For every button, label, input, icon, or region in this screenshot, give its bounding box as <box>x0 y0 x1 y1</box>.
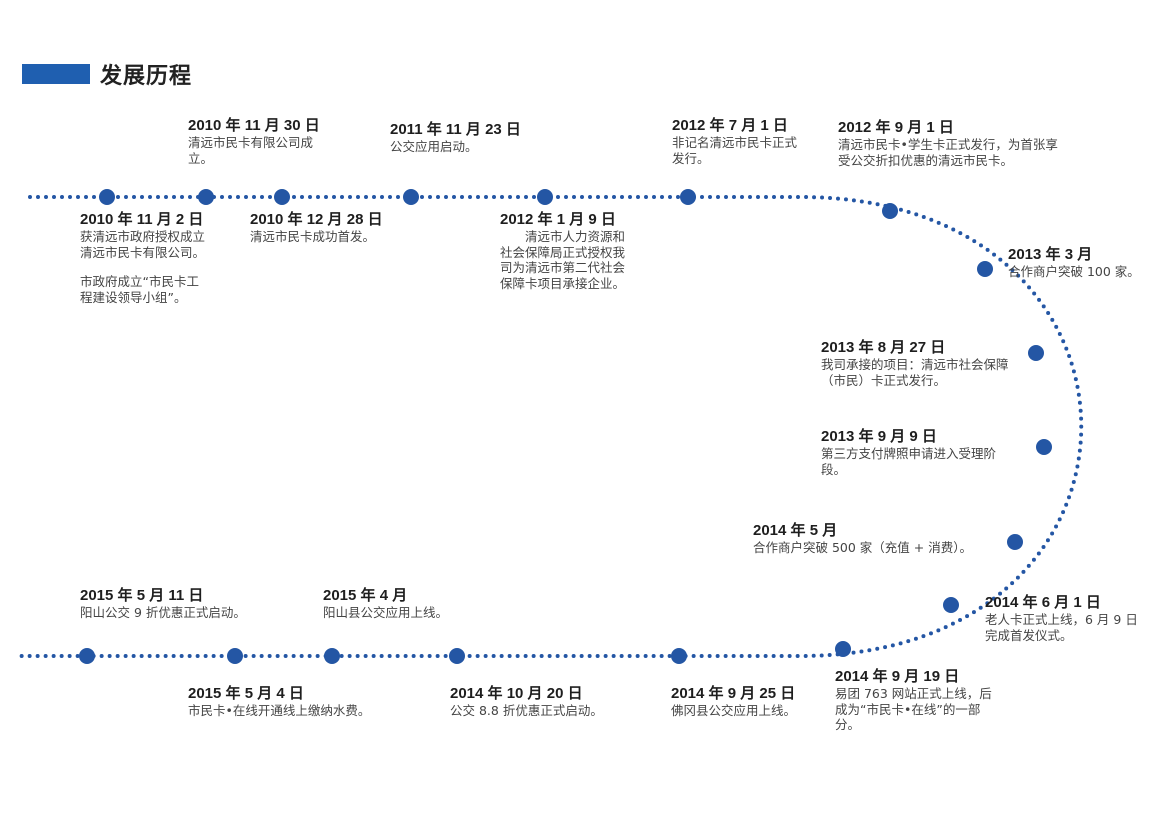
event-desc-para: 清远市民卡•学生卡正式发行，为首张享受公交折扣优惠的清远市民卡。 <box>838 137 1058 168</box>
header-accent-bar <box>22 64 90 84</box>
event-2013-03: 2013 年 3 月 合作商户突破 100 家。 <box>1008 246 1148 280</box>
event-2011-11-23: 2011 年 11 月 23 日 公交应用启动。 <box>390 121 560 155</box>
event-desc: 获清远市政府授权成立清远市民卡有限公司。 市政府成立“市民卡工程建设领导小组”。 <box>80 229 208 305</box>
timeline-dot <box>198 189 214 205</box>
event-desc: 清远市民卡有限公司成立。 <box>188 135 330 166</box>
event-date: 2015 年 5 月 4 日 <box>188 685 304 702</box>
event-desc-para: 合作商户突破 100 家。 <box>1008 264 1140 279</box>
event-date: 2011 年 11 月 23 日 <box>390 121 521 138</box>
timeline-dot <box>1028 345 1044 361</box>
event-2010-12-28: 2010 年 12 月 28 日 清远市民卡成功首发。 <box>250 211 420 245</box>
event-date: 2014 年 10 月 20 日 <box>450 685 583 702</box>
timeline-dot <box>671 648 687 664</box>
event-desc: 清远市民卡•学生卡正式发行，为首张享受公交折扣优惠的清远市民卡。 <box>838 137 1070 168</box>
event-desc: 我司承接的项目：清远市社会保障（市民）卡正式发行。 <box>821 357 1013 388</box>
event-desc-para: 公交应用启动。 <box>390 139 478 154</box>
event-desc-para: 清远市人力资源和社会保障局正式授权我司为清远市第二代社会保障卡项目承接企业。 <box>500 229 626 291</box>
event-date: 2012 年 1 月 9 日 <box>500 211 616 228</box>
event-2012-09-01: 2012 年 9 月 1 日 清远市民卡•学生卡正式发行，为首张享受公交折扣优惠… <box>838 119 1070 168</box>
event-desc: 老人卡正式上线，6 月 9 日完成首发仪式。 <box>985 612 1145 643</box>
event-desc-para: 获清远市政府授权成立清远市民卡有限公司。 <box>80 229 206 260</box>
event-desc: 合作商户突破 500 家（充值 + 消费）。 <box>753 540 998 556</box>
event-desc: 合作商户突破 100 家。 <box>1008 264 1148 280</box>
event-desc: 非记名清远市民卡正式发行。 <box>672 135 802 166</box>
event-desc-para: 公交 8.8 折优惠正式启动。 <box>450 703 603 718</box>
event-2014-10-20: 2014 年 10 月 20 日 公交 8.8 折优惠正式启动。 <box>450 685 608 719</box>
timeline-dot <box>835 641 851 657</box>
event-desc-para: 阳山县公交应用上线。 <box>323 605 449 620</box>
event-desc: 清远市人力资源和社会保障局正式授权我司为清远市第二代社会保障卡项目承接企业。 <box>500 229 628 291</box>
timeline-dot <box>227 648 243 664</box>
event-desc-para: 阳山公交 9 折优惠正式启动。 <box>80 605 246 620</box>
event-2013-09-09: 2013 年 9 月 9 日 第三方支付牌照申请进入受理阶段。 <box>821 428 1013 477</box>
event-2014-09-25: 2014 年 9 月 25 日 佛冈县公交应用上线。 <box>671 685 806 719</box>
event-desc: 第三方支付牌照申请进入受理阶段。 <box>821 446 1013 477</box>
event-date: 2014 年 9 月 25 日 <box>671 685 796 702</box>
event-date: 2013 年 3 月 <box>1008 246 1093 263</box>
event-date: 2014 年 5 月 <box>753 522 838 539</box>
event-date: 2010 年 11 月 30 日 <box>188 117 320 134</box>
event-2012-07-01: 2012 年 7 月 1 日 非记名清远市民卡正式发行。 <box>672 117 802 166</box>
event-2014-06-01: 2014 年 6 月 1 日 老人卡正式上线，6 月 9 日完成首发仪式。 <box>985 594 1145 643</box>
event-date: 2015 年 5 月 11 日 <box>80 587 204 604</box>
event-desc-para: 清远市民卡有限公司成立。 <box>188 135 314 166</box>
event-date: 2010 年 11 月 2 日 <box>80 211 204 228</box>
timeline-dot <box>680 189 696 205</box>
event-2010-11-02: 2010 年 11 月 2 日 获清远市政府授权成立清远市民卡有限公司。 市政府… <box>80 211 208 305</box>
timeline-dot <box>324 648 340 664</box>
timeline-dot <box>79 648 95 664</box>
timeline-dot <box>977 261 993 277</box>
event-date: 2012 年 7 月 1 日 <box>672 117 788 134</box>
timeline-dot <box>1007 534 1023 550</box>
event-date: 2012 年 9 月 1 日 <box>838 119 954 136</box>
event-desc-para: 市民卡•在线开通线上缴纳水费。 <box>188 703 371 718</box>
event-desc-para: 清远市民卡成功首发。 <box>250 229 376 244</box>
event-desc-para: 第三方支付牌照申请进入受理阶段。 <box>821 446 997 477</box>
event-desc-para: 市政府成立“市民卡工程建设领导小组”。 <box>80 274 199 305</box>
event-2014-09-19: 2014 年 9 月 19 日 易团 763 网站正式上线，后成为“市民卡•在线… <box>835 668 995 733</box>
timeline-dot <box>882 203 898 219</box>
event-desc-para: 合作商户突破 500 家（充值 + 消费）。 <box>753 540 972 555</box>
event-desc: 佛冈县公交应用上线。 <box>671 703 806 719</box>
event-desc-para: 老人卡正式上线，6 月 9 日完成首发仪式。 <box>985 612 1138 643</box>
event-2015-05-04: 2015 年 5 月 4 日 市民卡•在线开通线上缴纳水费。 <box>188 685 408 719</box>
timeline-dot <box>274 189 290 205</box>
event-2015-04: 2015 年 4 月 阳山县公交应用上线。 <box>323 587 503 621</box>
timeline-dot <box>1036 439 1052 455</box>
timeline-dot <box>403 189 419 205</box>
event-desc: 公交应用启动。 <box>390 139 560 155</box>
event-desc: 公交 8.8 折优惠正式启动。 <box>450 703 608 719</box>
event-2010-11-30: 2010 年 11 月 30 日 清远市民卡有限公司成立。 <box>188 117 330 166</box>
event-date: 2014 年 6 月 1 日 <box>985 594 1101 611</box>
event-2012-01-09: 2012 年 1 月 9 日 清远市人力资源和社会保障局正式授权我司为清远市第二… <box>500 211 628 291</box>
event-desc: 阳山公交 9 折优惠正式启动。 <box>80 605 280 621</box>
event-desc: 易团 763 网站正式上线，后成为“市民卡•在线”的一部分。 <box>835 686 995 733</box>
event-desc: 清远市民卡成功首发。 <box>250 229 420 245</box>
event-date: 2014 年 9 月 19 日 <box>835 668 960 685</box>
timeline-dots <box>79 189 1052 664</box>
event-desc-para: 我司承接的项目：清远市社会保障（市民）卡正式发行。 <box>821 357 1009 388</box>
timeline-dotted-line <box>18 195 1084 658</box>
event-2015-05-11: 2015 年 5 月 11 日 阳山公交 9 折优惠正式启动。 <box>80 587 280 621</box>
event-date: 2015 年 4 月 <box>323 587 408 604</box>
event-desc-para: 佛冈县公交应用上线。 <box>671 703 797 718</box>
timeline-dot <box>943 597 959 613</box>
timeline-dot <box>537 189 553 205</box>
event-desc-para: 易团 763 网站正式上线，后成为“市民卡•在线”的一部分。 <box>835 686 992 732</box>
event-date: 2013 年 8 月 27 日 <box>821 339 946 356</box>
event-desc-para: 非记名清远市民卡正式发行。 <box>672 135 798 166</box>
timeline-dot <box>99 189 115 205</box>
event-2014-05: 2014 年 5 月 合作商户突破 500 家（充值 + 消费）。 <box>753 522 998 556</box>
event-date: 2013 年 9 月 9 日 <box>821 428 937 445</box>
timeline-dot <box>449 648 465 664</box>
event-date: 2010 年 12 月 28 日 <box>250 211 383 228</box>
event-desc: 阳山县公交应用上线。 <box>323 605 503 621</box>
page-title: 发展历程 <box>100 64 193 89</box>
event-desc: 市民卡•在线开通线上缴纳水费。 <box>188 703 408 719</box>
event-2013-08-27: 2013 年 8 月 27 日 我司承接的项目：清远市社会保障（市民）卡正式发行… <box>821 339 1013 388</box>
